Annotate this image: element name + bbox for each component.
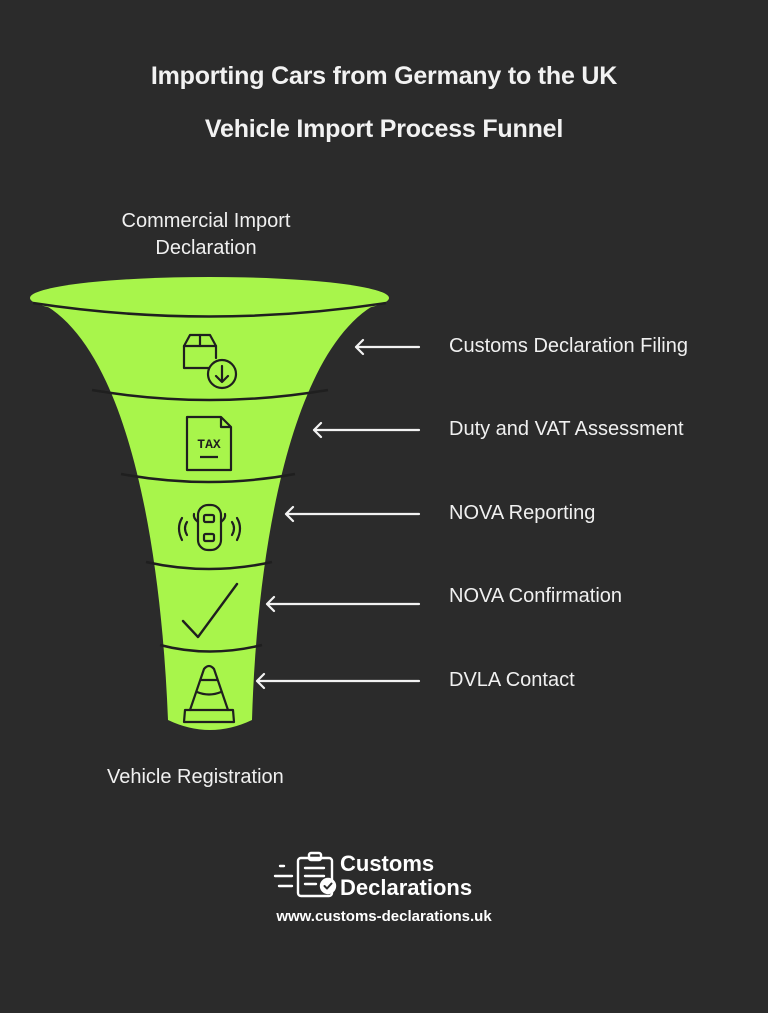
funnel-rim <box>30 277 389 319</box>
brand-url[interactable]: www.customs-declarations.uk <box>276 908 492 925</box>
brand-name-line2: Declarations <box>340 875 473 900</box>
arrow-step-3 <box>284 505 421 523</box>
step-label-3: NOVA Reporting <box>449 502 596 524</box>
tax-document-icon: TAX <box>185 415 233 472</box>
funnel-top-label: Commercial Import Declaration <box>121 210 291 259</box>
segment-divider <box>159 643 263 653</box>
arrow-step-2 <box>312 421 421 439</box>
arrow-step-5 <box>255 672 421 690</box>
arrow-step-1 <box>354 338 421 356</box>
traffic-cone-icon <box>182 664 236 724</box>
segment-divider <box>145 560 273 571</box>
segment-divider <box>91 388 329 402</box>
funnel-bottom-label: Vehicle Registration <box>107 766 284 788</box>
package-download-icon <box>182 333 238 390</box>
clipboard-check-icon <box>273 851 337 898</box>
arrow-step-4 <box>265 595 421 613</box>
step-label-2: Duty and VAT Assessment <box>449 418 684 440</box>
brand-name-line1: Customs <box>340 851 435 876</box>
segment-divider <box>120 472 296 484</box>
car-signal-icon <box>177 503 242 552</box>
subtitle: Vehicle Import Process Funnel <box>204 115 564 143</box>
checkmark-icon <box>181 582 239 639</box>
step-label-1: Customs Declaration Filing <box>449 335 688 357</box>
step-label-4: NOVA Confirmation <box>449 585 623 607</box>
main-title: Importing Cars from Germany to the UK <box>150 62 618 90</box>
step-label-5: DVLA Contact <box>449 669 575 691</box>
tax-text: TAX <box>197 437 221 452</box>
